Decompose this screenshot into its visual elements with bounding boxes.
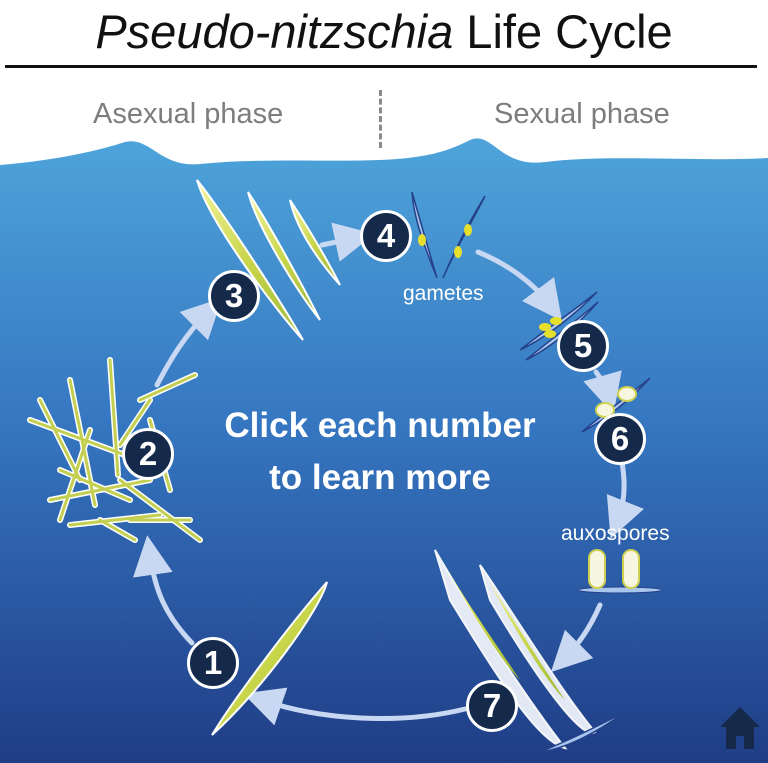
asexual-phase-label: Asexual phase <box>93 98 284 130</box>
step-6-button[interactable]: 6 <box>594 413 646 465</box>
stage-5-pairing <box>519 291 599 361</box>
title-rest: Life Cycle <box>453 5 673 58</box>
arrow-3-to-4 <box>319 222 375 262</box>
home-button[interactable] <box>719 705 761 751</box>
step-4-button[interactable]: 4 <box>360 210 412 262</box>
stage-6-zygotes <box>581 377 651 433</box>
auxospores-illustration <box>577 549 663 594</box>
step-3-button[interactable]: 3 <box>208 270 260 322</box>
gametes-label: gametes <box>403 282 484 305</box>
arrow-2-to-3 <box>154 297 223 388</box>
arrow-5-to-6 <box>583 369 622 415</box>
stage-7-initial-cells <box>434 549 626 753</box>
sexual-phase-label: Sexual phase <box>494 98 670 130</box>
step-1-button[interactable]: 1 <box>187 637 239 689</box>
instruction-line-1: Click each number <box>224 406 536 445</box>
title-genus: Pseudo-nitzschia <box>95 5 454 58</box>
stage-3-diatoms <box>196 179 341 341</box>
page-title: Pseudo-nitzschia Life Cycle <box>0 4 768 59</box>
instruction-line-2: to learn more <box>269 458 491 497</box>
arrow-7-to-1 <box>243 687 468 726</box>
stage-1-diatom <box>211 581 328 736</box>
stage-4-gametangia <box>411 191 486 279</box>
arrow-6-to-auxospores <box>606 460 644 539</box>
phase-divider <box>379 90 382 148</box>
cycle-arrows <box>133 222 644 726</box>
instruction-text: Click each number to learn more <box>200 400 560 504</box>
ocean-water <box>0 138 768 763</box>
step-5-button[interactable]: 5 <box>557 320 609 372</box>
auxospores-label: auxospores <box>561 522 670 545</box>
arrow-1-to-2 <box>133 535 195 646</box>
home-icon <box>720 707 760 749</box>
step-7-button[interactable]: 7 <box>466 680 518 732</box>
arrow-4-to-5 <box>475 249 563 321</box>
arrow-auxospores-to-7 <box>550 602 603 673</box>
title-underline <box>5 65 757 68</box>
step-2-button[interactable]: 2 <box>122 428 174 480</box>
